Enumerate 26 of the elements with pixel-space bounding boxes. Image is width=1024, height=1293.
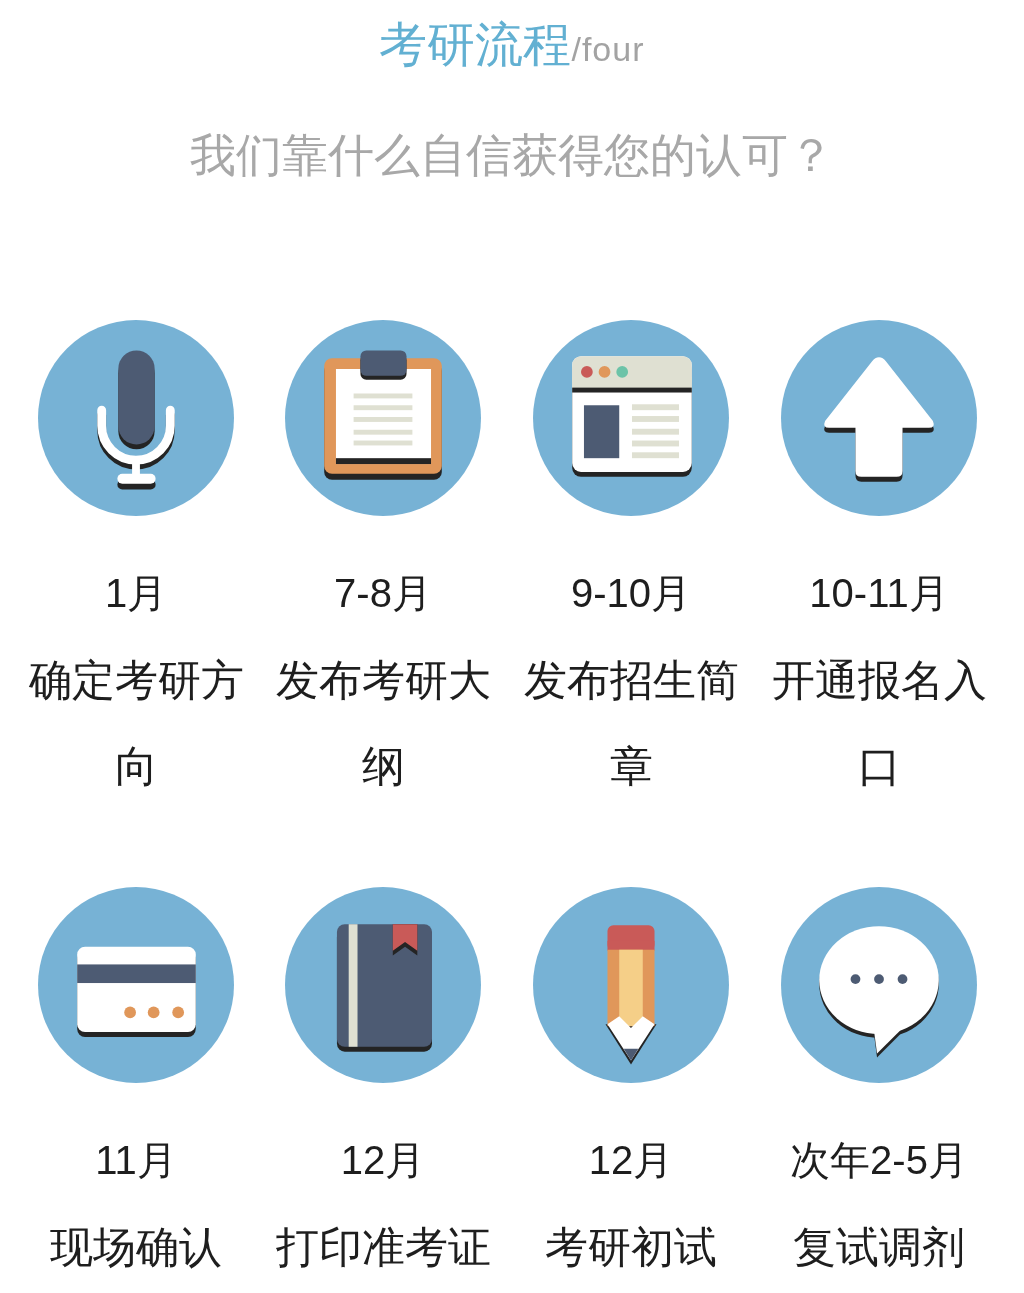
clipboard-icon bbox=[285, 320, 481, 516]
month-label: 12月 bbox=[340, 1137, 426, 1184]
browser-window-icon bbox=[533, 320, 729, 516]
subtitle: 我们靠什么自信获得您的认可？ bbox=[190, 128, 834, 183]
notebook-icon bbox=[285, 887, 481, 1083]
step-label: 发布招生简章 bbox=[522, 655, 740, 792]
credit-card-icon bbox=[38, 887, 234, 1083]
month-label: 11月 bbox=[95, 1137, 177, 1184]
month-label: 10-11月 bbox=[809, 570, 949, 617]
step-label: 发布考研大纲 bbox=[274, 655, 492, 792]
step-label: 打印准考证 bbox=[275, 1222, 491, 1273]
step-label: 开通报名入口 bbox=[770, 655, 988, 792]
month-label: 次年2-5月 bbox=[790, 1137, 968, 1184]
step-label: 现场确认 bbox=[50, 1222, 222, 1273]
month-label: 9-10月 bbox=[570, 570, 692, 617]
month-label: 1月 bbox=[104, 570, 168, 617]
month-label: 7-8月 bbox=[334, 570, 432, 617]
step-label: 确定考研方向 bbox=[27, 655, 245, 792]
pencil-icon bbox=[533, 887, 729, 1083]
title-suffix: /four bbox=[571, 30, 645, 69]
step-label: 考研初试 bbox=[545, 1222, 717, 1273]
month-label: 12月 bbox=[588, 1137, 674, 1184]
page-title: 考研流程 bbox=[379, 17, 572, 73]
speech-bubble-icon bbox=[781, 887, 977, 1083]
microphone-icon bbox=[38, 320, 234, 516]
step-label: 复试调剂 bbox=[793, 1222, 965, 1273]
